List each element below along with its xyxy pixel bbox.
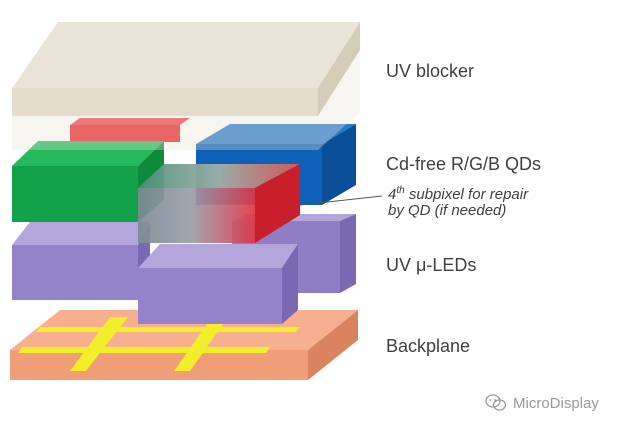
watermark: MicroDisplay: [485, 394, 599, 412]
uv-led-layer: [12, 214, 356, 324]
wechat-icon: [485, 394, 507, 411]
backplane-traces: [18, 317, 300, 371]
label-backplane: Backplane: [386, 336, 471, 356]
uv-blocker-layer: [12, 22, 360, 150]
label-uv-leds: UV μ-LEDs: [386, 255, 477, 275]
label-qds: Cd-free R/G/B QDs: [386, 154, 542, 174]
repair-pointer-line: [299, 195, 383, 206]
label-repair-subpixel: 4th subpixel for repair: [388, 185, 529, 203]
watermark-text: MicroDisplay: [513, 394, 599, 412]
qd-layer: [12, 118, 356, 243]
label-repair-subpixel-line2: by QD (if needed): [388, 202, 507, 219]
label-uv-blocker: UV blocker: [386, 61, 475, 81]
